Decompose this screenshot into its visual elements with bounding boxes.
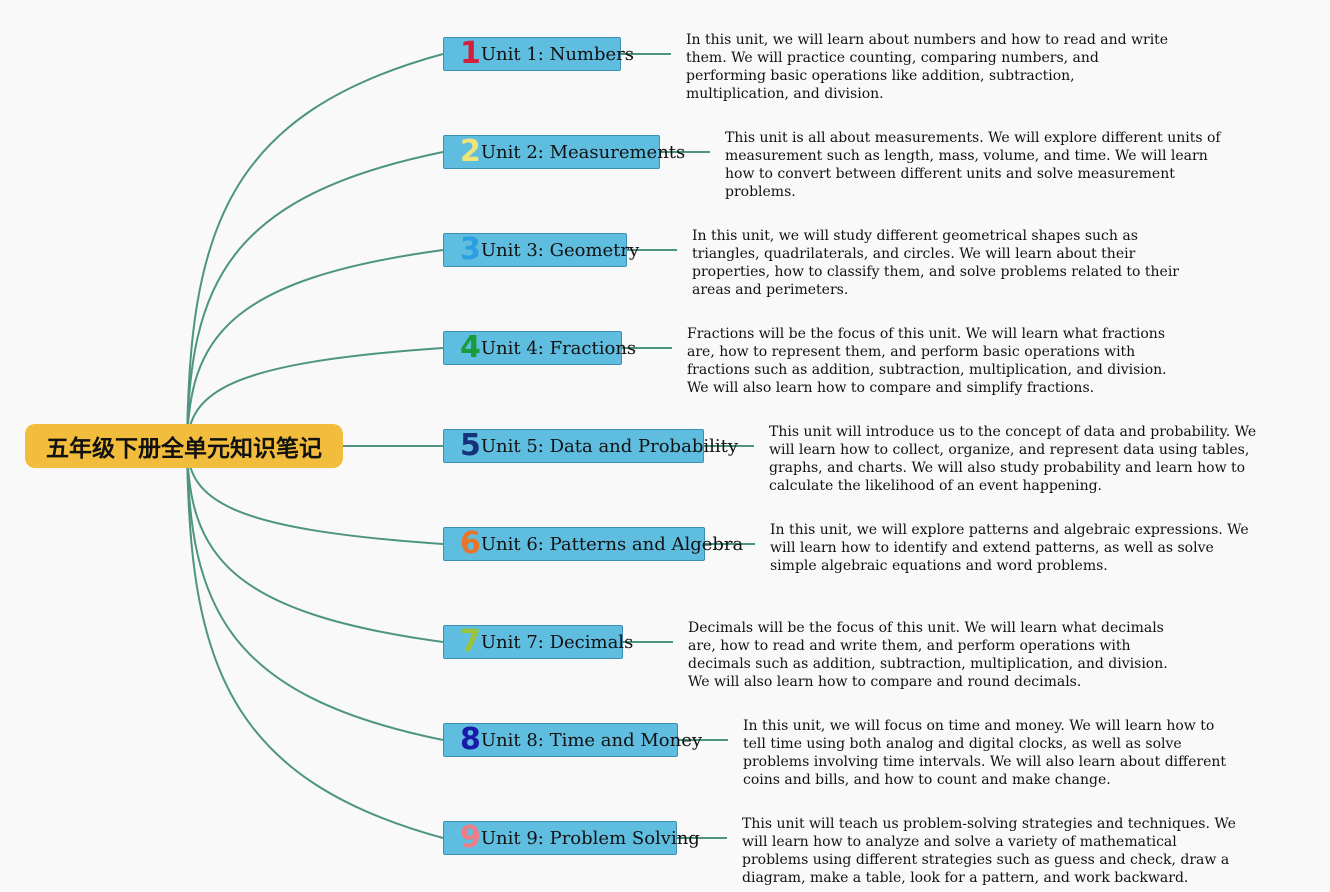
unit-number-badge: 1	[460, 36, 481, 71]
connector-root-to-unit-7	[186, 445, 444, 643]
connector-root-to-unit-9	[186, 445, 444, 839]
unit-title: Unit 6: Patterns and Algebra	[480, 533, 744, 555]
central-topic[interactable]: 五年级下册全单元知识笔记	[25, 424, 343, 468]
unit-title: Unit 3: Geometry	[480, 239, 640, 261]
unit-note-8[interactable]: In this unit, we will focus on time and …	[743, 718, 1226, 788]
unit-note-5[interactable]: This unit will introduce us to the conce…	[769, 424, 1257, 494]
unit-note-9[interactable]: This unit will teach us problem-solving …	[742, 816, 1236, 886]
unit-number-badge: 5	[460, 428, 481, 463]
unit-number-badge: 6	[460, 526, 481, 561]
unit-note-3[interactable]: In this unit, we will study different ge…	[692, 228, 1179, 298]
unit-title: Unit 1: Numbers	[480, 43, 635, 65]
connector-root-to-unit-2	[186, 151, 444, 447]
unit-note-4[interactable]: Fractions will be the focus of this unit…	[687, 326, 1167, 396]
unit-title: Unit 7: Decimals	[480, 631, 634, 653]
unit-title: Unit 2: Measurements	[480, 141, 686, 163]
unit-number-badge: 7	[460, 624, 481, 659]
unit-note-2[interactable]: This unit is all about measurements. We …	[725, 130, 1221, 200]
connector-root-to-unit-1	[186, 53, 444, 447]
unit-number-badge: 8	[460, 722, 481, 757]
unit-title: Unit 5: Data and Probability	[480, 435, 739, 457]
unit-title: Unit 4: Fractions	[480, 337, 637, 359]
connector-root-to-unit-3	[186, 249, 444, 447]
unit-number-badge: 9	[460, 820, 481, 855]
unit-note-1[interactable]: In this unit, we will learn about number…	[686, 32, 1169, 102]
connector-root-to-unit-8	[186, 445, 444, 741]
unit-number-badge: 4	[460, 330, 481, 365]
unit-number-badge: 2	[460, 134, 481, 169]
unit-title: Unit 9: Problem Solving	[480, 827, 700, 849]
unit-title: Unit 8: Time and Money	[480, 729, 703, 751]
unit-number-badge: 3	[460, 232, 481, 267]
unit-note-6[interactable]: In this unit, we will explore patterns a…	[770, 522, 1249, 574]
unit-note-7[interactable]: Decimals will be the focus of this unit.…	[688, 620, 1168, 690]
central-topic-label: 五年级下册全单元知识笔记	[46, 436, 322, 462]
